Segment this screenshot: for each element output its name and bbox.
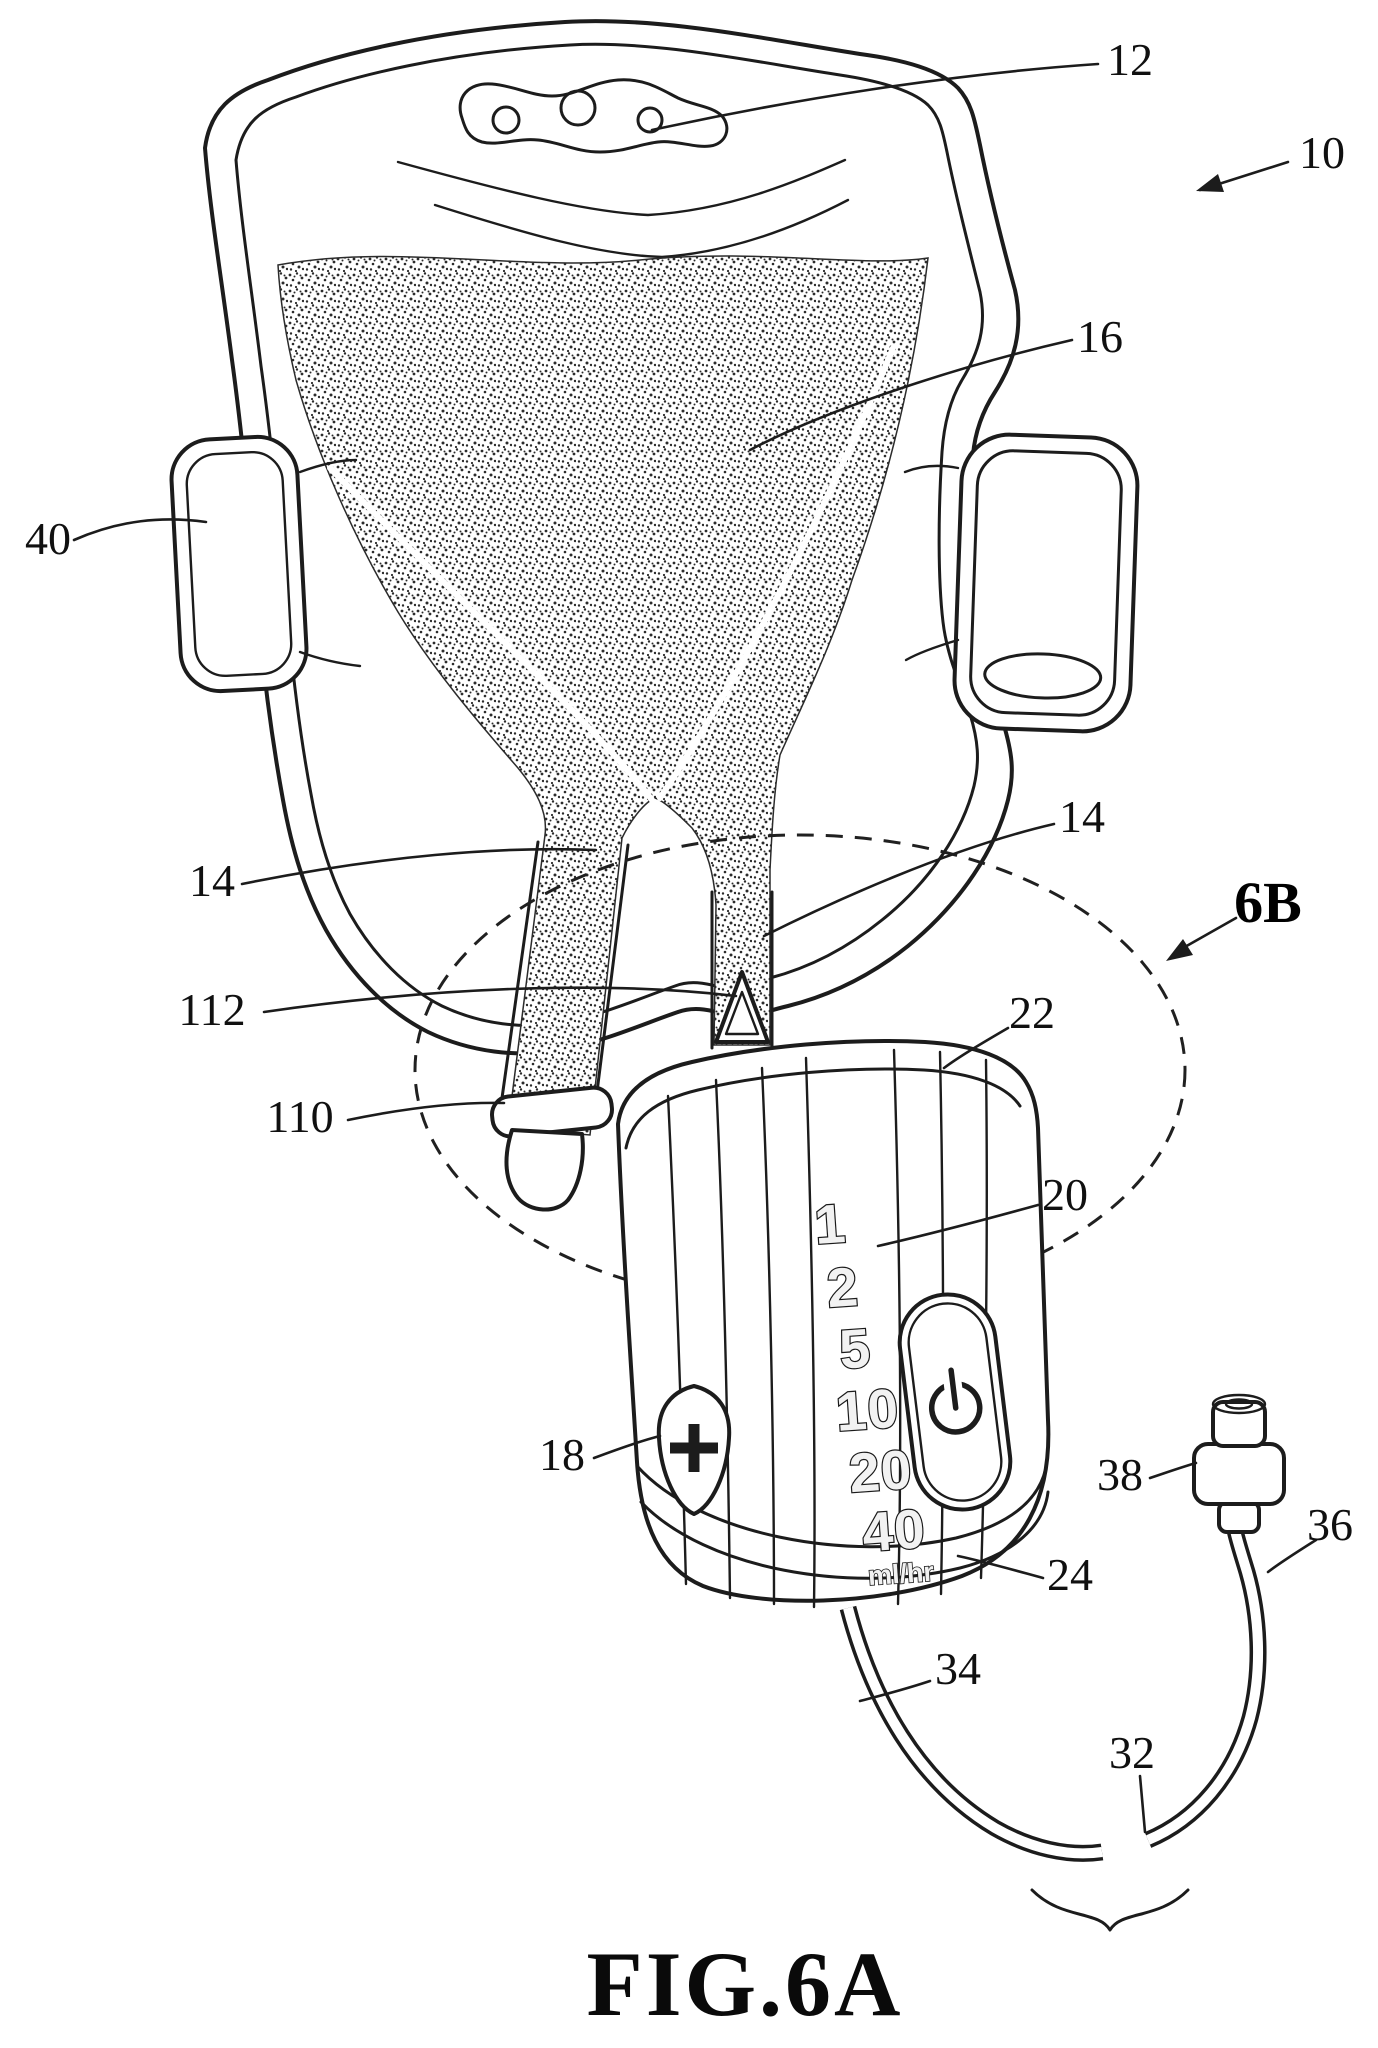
reference-numerals: 12 10 16 40 14 14 6B 112 22 110 20 18 38… xyxy=(25,34,1353,1778)
leader-14-right xyxy=(762,822,1056,938)
fold-line xyxy=(396,158,847,217)
bag-fold-lines xyxy=(396,158,850,259)
tube-segment-b-inner xyxy=(1146,1528,1264,1845)
ref-34: 34 xyxy=(935,1643,981,1694)
arrowhead-10 xyxy=(1196,174,1224,192)
bag-inner-seam xyxy=(234,42,984,1027)
hanger-hole-left xyxy=(491,105,521,135)
delivery-tube xyxy=(839,1528,1267,1932)
fold-line xyxy=(433,198,850,259)
bolus-button[interactable] xyxy=(656,1384,732,1516)
leader-12 xyxy=(650,62,1100,132)
power-icon xyxy=(928,1367,983,1435)
port-right xyxy=(710,890,774,1050)
ref-36: 36 xyxy=(1307,1499,1353,1550)
ref-12: 12 xyxy=(1107,34,1153,85)
flow-rate-2: 2 xyxy=(825,1255,861,1319)
right-tab-strap-top xyxy=(903,464,960,474)
leader-lines xyxy=(72,62,1318,1834)
ref-14-left: 14 xyxy=(189,855,235,906)
hanger-holes xyxy=(458,78,729,154)
right-tab-strap-bottom xyxy=(904,638,960,662)
fluid-seam-left xyxy=(327,465,655,803)
connector-knob-hole xyxy=(1224,1398,1254,1410)
flow-rate-10: 10 xyxy=(834,1377,901,1443)
power-button-inner xyxy=(907,1302,1003,1502)
leader-40 xyxy=(72,518,208,542)
port-left xyxy=(490,840,630,1212)
ref-16: 16 xyxy=(1077,311,1123,362)
flow-controller: 1 2 5 10 20 40 ml/hr xyxy=(616,1038,1051,1609)
ref-18: 18 xyxy=(539,1429,585,1480)
connector-knob-top xyxy=(1211,1393,1267,1415)
ref-110: 110 xyxy=(266,1091,333,1142)
leader-34 xyxy=(858,1679,932,1703)
hanger-hole-center xyxy=(559,89,597,127)
iv-bag xyxy=(203,19,1021,1136)
tube-segment-b-outer xyxy=(1144,1528,1267,1848)
left-tab-strap-bottom xyxy=(298,650,362,668)
leader-36 xyxy=(1266,1538,1318,1574)
port-left-wall xyxy=(500,840,540,1100)
right-tab-inner xyxy=(969,449,1123,717)
hanger-hole-right xyxy=(636,106,664,134)
tube-break-brace xyxy=(1030,1888,1190,1932)
left-tab-outer xyxy=(169,434,309,694)
leader-16 xyxy=(748,338,1074,452)
ref-10: 10 xyxy=(1299,127,1345,178)
fluid-fill xyxy=(277,255,929,1136)
arrowhead-6b xyxy=(1166,939,1193,961)
flow-rate-scale: 1 2 5 10 20 40 ml/hr xyxy=(811,1191,936,1592)
ref-22: 22 xyxy=(1009,987,1055,1038)
plus-icon xyxy=(670,1424,718,1472)
ref-32: 32 xyxy=(1109,1727,1155,1778)
leader-18 xyxy=(592,1434,662,1460)
left-tab-strap-top xyxy=(298,458,358,474)
leader-24 xyxy=(956,1554,1045,1580)
flow-rate-5: 5 xyxy=(837,1317,873,1381)
leader-38 xyxy=(1148,1461,1198,1480)
connector-neck xyxy=(1217,1500,1261,1534)
fluid-seam-right xyxy=(657,345,896,801)
connector-drum xyxy=(1192,1442,1286,1506)
leader-20 xyxy=(876,1203,1040,1248)
leader-32 xyxy=(1138,1774,1147,1834)
power-button[interactable] xyxy=(894,1289,1016,1515)
check-valve-inner xyxy=(724,990,760,1036)
left-tab xyxy=(169,434,309,694)
leader-110 xyxy=(346,1101,506,1122)
flow-rate-20: 20 xyxy=(847,1438,914,1504)
flow-rate-unit: ml/hr xyxy=(867,1557,935,1592)
right-tab-outer xyxy=(952,432,1140,734)
ref-6b: 6B xyxy=(1234,870,1302,935)
leader-14-left xyxy=(240,847,598,886)
ref-38: 38 xyxy=(1097,1449,1143,1500)
leader-112 xyxy=(262,986,738,1014)
controller-bottom-rim xyxy=(639,1490,1050,1580)
connector-cap xyxy=(1192,1393,1286,1534)
port-left-wall xyxy=(594,843,630,1102)
controller-top-rim xyxy=(624,1067,1022,1150)
flow-rate-40: 40 xyxy=(860,1497,927,1563)
tube-segment-a-inner xyxy=(843,1606,1103,1859)
right-tab xyxy=(952,432,1140,734)
right-tab-opening xyxy=(983,652,1103,700)
ref-24: 24 xyxy=(1047,1549,1093,1600)
port-left-cap xyxy=(504,1128,585,1212)
ref-112: 112 xyxy=(178,984,245,1035)
ref-14-right: 14 xyxy=(1059,791,1105,842)
rib xyxy=(714,1078,732,1600)
left-tab-inner xyxy=(185,450,293,678)
ref-20: 20 xyxy=(1042,1169,1088,1220)
rib xyxy=(666,1094,688,1586)
leader-22 xyxy=(942,1026,1010,1070)
flow-rate-1: 1 xyxy=(812,1192,848,1256)
rib xyxy=(804,1056,816,1609)
ref-40: 40 xyxy=(25,513,71,564)
figure-caption: FIG.6A xyxy=(587,1933,904,2035)
